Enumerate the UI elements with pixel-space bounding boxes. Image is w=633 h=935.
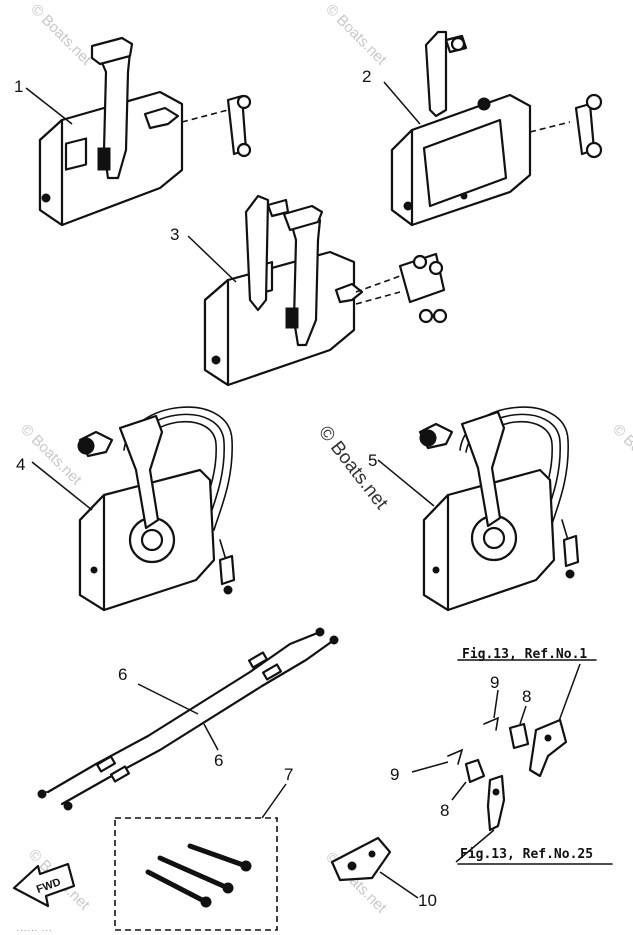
part-5-side-mount-control [418,406,580,612]
part-6-control-cables [37,627,339,811]
part-1-control-box [38,36,252,227]
part-3-control-box [203,194,448,387]
part-4-side-mount-control [77,406,236,612]
watermark-top-right: © Boats.net [322,1,390,69]
fwd-arrow-icon: FWD [12,862,76,908]
callout-8a: 8 [522,687,531,706]
callout-5: 5 [368,451,377,470]
callout-1: 1 [14,77,23,96]
part-10-bracket [330,836,392,882]
fig13-ref-no25: Fig.13, Ref.No.25 [460,847,593,862]
callout-8b: 8 [440,801,449,820]
callout-2: 2 [362,67,371,86]
watermark-mid-left: © Boats.net [17,421,85,489]
callout-6a: 6 [118,665,127,684]
watermark-mid-right: © Boats.net [609,421,633,489]
callout-10: 10 [418,891,437,910]
part-7-bolt-kit [114,817,278,931]
watermark-center: © Boats.net [314,422,392,514]
callout-7: 7 [284,765,293,784]
watermark-top-left: © Boats.net [27,1,95,69]
callout-6b: 6 [214,751,223,770]
fig13-ref-no1: Fig.13, Ref.No.1 [462,647,587,662]
callout-3: 3 [170,225,179,244]
callout-9b: 9 [390,765,399,784]
footer-text: ...... ... [16,926,52,933]
detail-fig13-parts: Fig.13, Ref.No.1 Fig.13, Ref.No.25 [447,647,613,865]
callout-4: 4 [16,455,25,474]
part-2-control-box [390,30,603,227]
callout-9a: 9 [490,673,499,692]
